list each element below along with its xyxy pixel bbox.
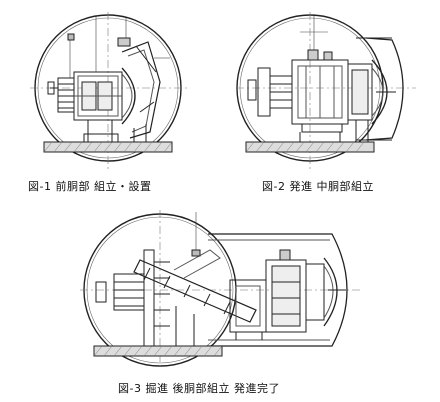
figure-2-svg xyxy=(236,12,416,172)
figure-3-caption: 図-3 掘進 後胴部組立 発進完了 xyxy=(118,382,280,395)
figure-1-drawing xyxy=(30,12,190,172)
figure-1-caption: 図-1 前胴部 組立・設置 xyxy=(28,180,152,193)
figure-2-drawing xyxy=(236,12,416,172)
figure-3-drawing xyxy=(80,210,360,370)
figure-1-svg xyxy=(30,12,190,172)
figure-3-svg xyxy=(80,210,360,370)
figure-2-caption: 図-2 発進 中胴部組立 xyxy=(262,180,374,193)
